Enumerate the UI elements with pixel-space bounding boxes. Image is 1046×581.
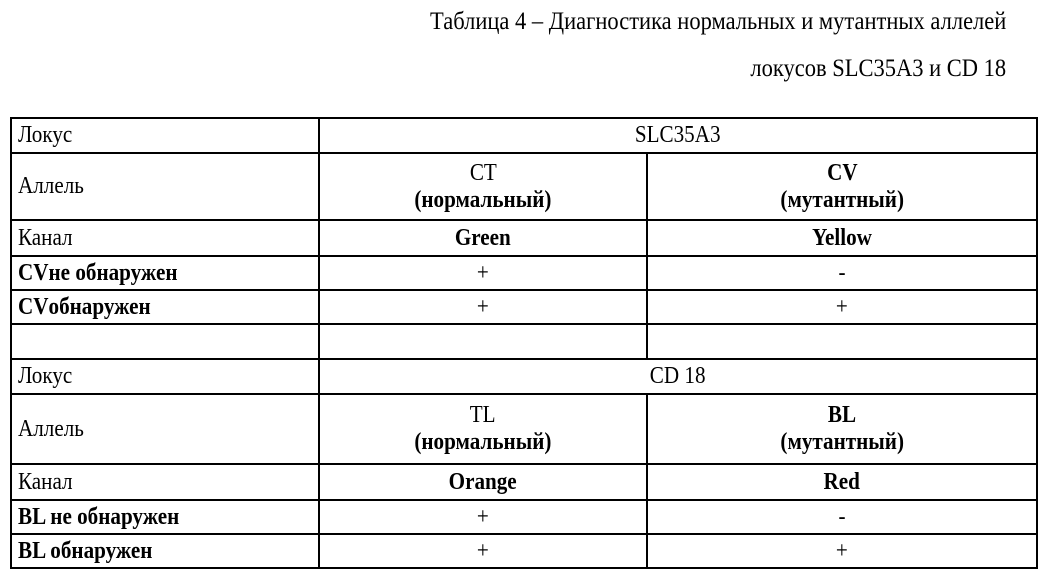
result-normal-text: + [477, 293, 489, 320]
channel-mutant: Red [645, 463, 1039, 501]
result-normal: + [318, 499, 648, 535]
locus-label: Локус [10, 117, 320, 154]
allele-mutant-line: (мутантный) [780, 429, 904, 455]
result-label-text: CVне обнаружен [18, 259, 178, 286]
result-mutant-text: + [836, 293, 848, 320]
result-row: BL не обнаружен + - [10, 499, 1039, 535]
allele-normal-line: CT [469, 159, 497, 186]
locus-name: CD 18 [317, 358, 1039, 395]
result-label: CVобнаружен [10, 289, 320, 325]
allele-normal-line: (нормальный) [414, 429, 552, 455]
allele-normal: CT(нормальный) [318, 152, 648, 221]
channel-mutant-text: Yellow [812, 224, 872, 251]
channel-mutant: Yellow [645, 219, 1039, 257]
result-normal-text: + [477, 503, 489, 530]
empty-cell [318, 323, 648, 360]
table-caption-line2: локусов SLC35A3 и CD 18 [750, 55, 1006, 82]
channel-label-text: Канал [18, 468, 73, 495]
result-mutant: - [645, 499, 1039, 535]
allele-label-text: Аллель [18, 415, 84, 442]
result-mutant: + [645, 289, 1039, 325]
allele-label: Аллель [10, 393, 320, 465]
result-label: CVне обнаружен [10, 255, 320, 291]
locus-name-text: SLC35A3 [635, 122, 721, 148]
empty-row [10, 323, 1039, 360]
allele-mutant-line: CV [826, 159, 858, 186]
result-mutant-text: + [836, 537, 848, 564]
locus-label-text: Локус [18, 363, 73, 389]
result-normal: + [318, 533, 648, 569]
channel-normal-text: Green [455, 224, 511, 251]
empty-cell [10, 323, 320, 360]
channel-normal: Green [318, 219, 648, 257]
locus-label: Локус [10, 358, 320, 395]
table-caption-line1: Таблица 4 – Диагностика нормальных и мут… [429, 8, 1006, 35]
locus-name-text: CD 18 [650, 363, 706, 389]
channel-normal: Orange [318, 463, 648, 501]
channel-row: Канал Orange Red [10, 463, 1039, 501]
allele-mutant: CV(мутантный) [645, 152, 1039, 221]
result-normal: + [318, 289, 648, 325]
allele-normal-line: (нормальный) [414, 186, 552, 213]
result-row: BL обнаружен + + [10, 533, 1039, 569]
result-mutant-text: - [838, 503, 846, 530]
channel-mutant-text: Red [823, 468, 861, 495]
result-label-text: BL не обнаружен [18, 503, 180, 530]
allele-mutant: BL(мутантный) [645, 393, 1039, 465]
allele-label-text: Аллель [18, 173, 84, 199]
allele-mutant-line: BL [827, 402, 857, 428]
allele-normal: TL(нормальный) [318, 393, 648, 465]
result-mutant-text: - [838, 259, 846, 286]
channel-label: Канал [10, 219, 320, 257]
allele-mutant-line: (мутантный) [780, 186, 904, 213]
result-label: BL обнаружен [10, 533, 320, 569]
channel-label-text: Канал [18, 224, 73, 251]
allele-normal-line: TL [470, 402, 496, 428]
result-label-text: BL обнаружен [18, 537, 153, 564]
locus-row: Локус SLC35A3 [10, 117, 1039, 154]
result-row: CVне обнаружен + - [10, 255, 1039, 291]
result-normal-text: + [477, 537, 489, 564]
result-mutant: + [645, 533, 1039, 569]
locus-label-text: Локус [18, 122, 73, 148]
result-mutant: - [645, 255, 1039, 291]
channel-label: Канал [10, 463, 320, 501]
allele-label: Аллель [10, 152, 320, 221]
channel-row: Канал Green Yellow [10, 219, 1039, 257]
result-normal-text: + [477, 259, 489, 286]
result-row: CVобнаружен + + [10, 289, 1039, 325]
empty-cell [645, 323, 1039, 360]
channel-normal-text: Orange [448, 468, 518, 495]
locus-row: Локус CD 18 [10, 358, 1039, 395]
result-label: BL не обнаружен [10, 499, 320, 535]
result-label-text: CVобнаружен [18, 293, 151, 320]
locus-name: SLC35A3 [317, 117, 1039, 154]
result-normal: + [318, 255, 648, 291]
